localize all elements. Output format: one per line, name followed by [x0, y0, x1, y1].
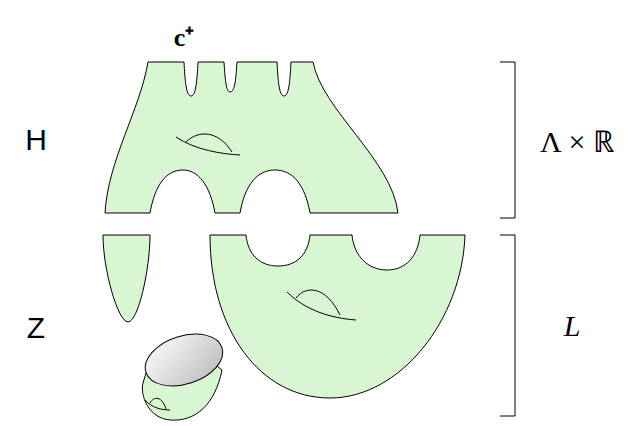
cap-opening [139, 325, 230, 395]
lower-curve-right [210, 235, 465, 398]
handle [176, 134, 240, 155]
handle [145, 398, 170, 410]
bracket [500, 235, 515, 416]
lower-curve-left [103, 235, 150, 322]
space-label: L [564, 309, 581, 343]
level-label: Z [27, 311, 45, 345]
level-label: H [25, 123, 47, 157]
boundary-label: c⁺ [174, 18, 195, 54]
upper-curve [105, 62, 398, 213]
bracket [500, 62, 515, 218]
space-label: Λ × ℝ [540, 120, 614, 161]
handle [287, 290, 356, 320]
